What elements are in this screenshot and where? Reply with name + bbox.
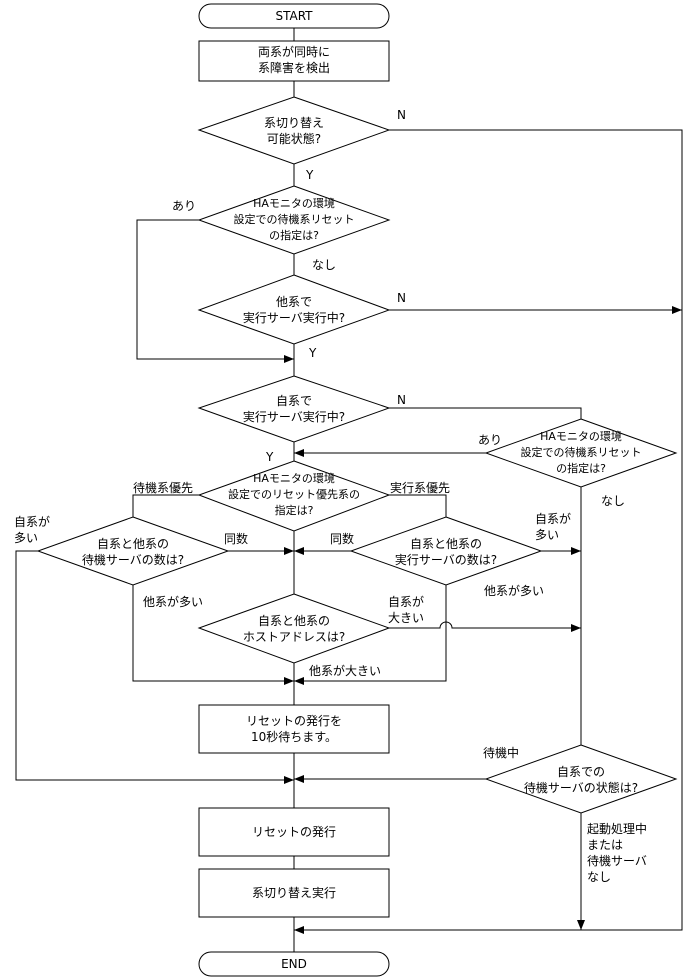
wait-reset-line-1: リセットの発行を [245, 714, 343, 728]
host-address-line-2: ホストアドレスは? [242, 630, 346, 644]
branch-label-standby: 待機中 [483, 746, 520, 760]
branch-label-standby-priority: 待機系優先 [133, 481, 194, 495]
starting-line-1: 起動処理中 [587, 822, 648, 836]
branch-label-y-1: Y [306, 168, 314, 182]
ha-right-line-2: 設定での待機系リセット [520, 446, 642, 459]
branch-label-n-2: N [397, 291, 406, 305]
ha-standby-reset-top-label: HAモニタの環境 設定での待機系リセット の指定は? [234, 196, 355, 244]
standby-count-line-1: 自系と他系の [96, 537, 169, 551]
self-more-left-line-2: 多い [14, 531, 39, 545]
self-more-right-line-1: 自系が [535, 512, 572, 526]
other-running-line-1: 他系で [275, 295, 312, 309]
other-running-label: 他系で 実行サーバ実行中? [243, 294, 345, 326]
branch-label-ari-2: あり [478, 433, 503, 447]
other-running-line-2: 実行サーバ実行中? [242, 311, 346, 325]
ha-priority-line-2: 設定でのリセット優先系の [228, 488, 360, 501]
switch-exec-label: 系切り替え実行 [251, 886, 337, 900]
branch-label-active-priority: 実行系優先 [390, 481, 451, 495]
branch-label-self-larger: 自系が 大きい [388, 594, 424, 626]
connector-lines [15, 28, 683, 952]
ha-right-line-1: HAモニタの環境 [540, 430, 622, 443]
starting-line-4: なし [587, 870, 612, 884]
branch-label-same-right: 同数 [330, 532, 355, 546]
self-more-left-line-1: 自系が [14, 515, 51, 529]
branch-label-nashi-1: なし [312, 258, 337, 272]
branch-label-other-larger: 他系が大きい [309, 664, 382, 678]
branch-label-n-3: N [397, 393, 406, 407]
ha-standby-reset-right-label: HAモニタの環境 設定での待機系リセット の指定は? [521, 429, 642, 477]
standby-count-line-2: 待機サーバの数は? [81, 553, 185, 567]
host-address-label: 自系と他系の ホストアドレスは? [243, 613, 345, 645]
starting-line-3: 待機サーバ [587, 854, 647, 868]
detect-failure-process [198, 40, 390, 82]
start-label: START [275, 9, 313, 23]
branch-label-same-left: 同数 [224, 532, 249, 546]
branch-label-nashi-2: なし [601, 494, 626, 508]
branch-label-y-3: Y [266, 450, 274, 464]
ha-reset-priority-label: HAモニタの環境 設定でのリセット優先系の 指定は? [228, 471, 360, 519]
standby-count-label: 自系と他系の 待機サーバの数は? [82, 536, 184, 568]
self-larger-line-1: 自系が [388, 595, 425, 609]
ha-priority-line-1: HAモニタの環境 [253, 472, 335, 485]
ha-top-line-1: HAモニタの環境 [253, 197, 335, 210]
ha-top-line-3: の指定は? [269, 229, 319, 242]
detect-label-line-2: 系障害を検出 [257, 61, 331, 75]
detect-label-line-1: 両系が同時に [257, 45, 331, 59]
can-switch-line-1: 系切り替え [263, 116, 325, 130]
active-count-line-1: 自系と他系の [409, 537, 482, 551]
branch-label-self-more-left: 自系が 多い [14, 514, 50, 546]
wait-reset-process [198, 704, 390, 754]
ha-right-line-3: の指定は? [556, 462, 606, 475]
branch-label-y-2: Y [309, 346, 317, 360]
active-count-line-2: 実行サーバの数は? [394, 553, 498, 567]
self-standby-state-label: 自系での 待機サーバの状態は? [524, 764, 638, 796]
self-running-line-2: 実行サーバ実行中? [242, 410, 346, 424]
starting-line-2: または [587, 838, 624, 852]
self-standby-line-2: 待機サーバの状態は? [523, 781, 639, 795]
self-running-label: 自系で 実行サーバ実行中? [243, 393, 345, 425]
self-more-right-line-2: 多い [535, 528, 560, 542]
branch-label-other-more-right: 他系が多い [484, 584, 545, 598]
issue-reset-label: リセットの発行 [251, 825, 337, 839]
switch-exec-process [198, 868, 390, 918]
wait-reset-label: リセットの発行を 10秒待ちます。 [246, 713, 342, 745]
self-larger-line-2: 大きい [388, 611, 425, 625]
can-switch-line-2: 可能状態? [266, 132, 322, 146]
active-count-label: 自系と他系の 実行サーバの数は? [395, 536, 497, 568]
branch-label-ari-1: あり [172, 199, 197, 213]
branch-label-self-more-right: 自系が 多い [535, 511, 571, 543]
arrowheads [284, 306, 682, 934]
self-standby-line-1: 自系での [556, 765, 605, 779]
branch-label-n-1: N [397, 108, 406, 122]
detect-label: 両系が同時に 系障害を検出 [258, 44, 330, 76]
branch-label-starting: 起動処理中 または 待機サーバ なし [587, 821, 647, 885]
ha-top-line-2: 設定での待機系リセット [233, 213, 355, 226]
host-address-line-1: 自系と他系の [257, 614, 330, 628]
can-switch-label: 系切り替え 可能状態? [264, 115, 324, 147]
ha-priority-line-3: 指定は? [274, 504, 314, 517]
self-running-line-1: 自系で [275, 394, 312, 408]
end-label: END [281, 957, 307, 971]
wait-reset-line-2: 10秒待ちます。 [250, 730, 338, 744]
branch-label-other-more-left: 他系が多い [143, 595, 204, 609]
